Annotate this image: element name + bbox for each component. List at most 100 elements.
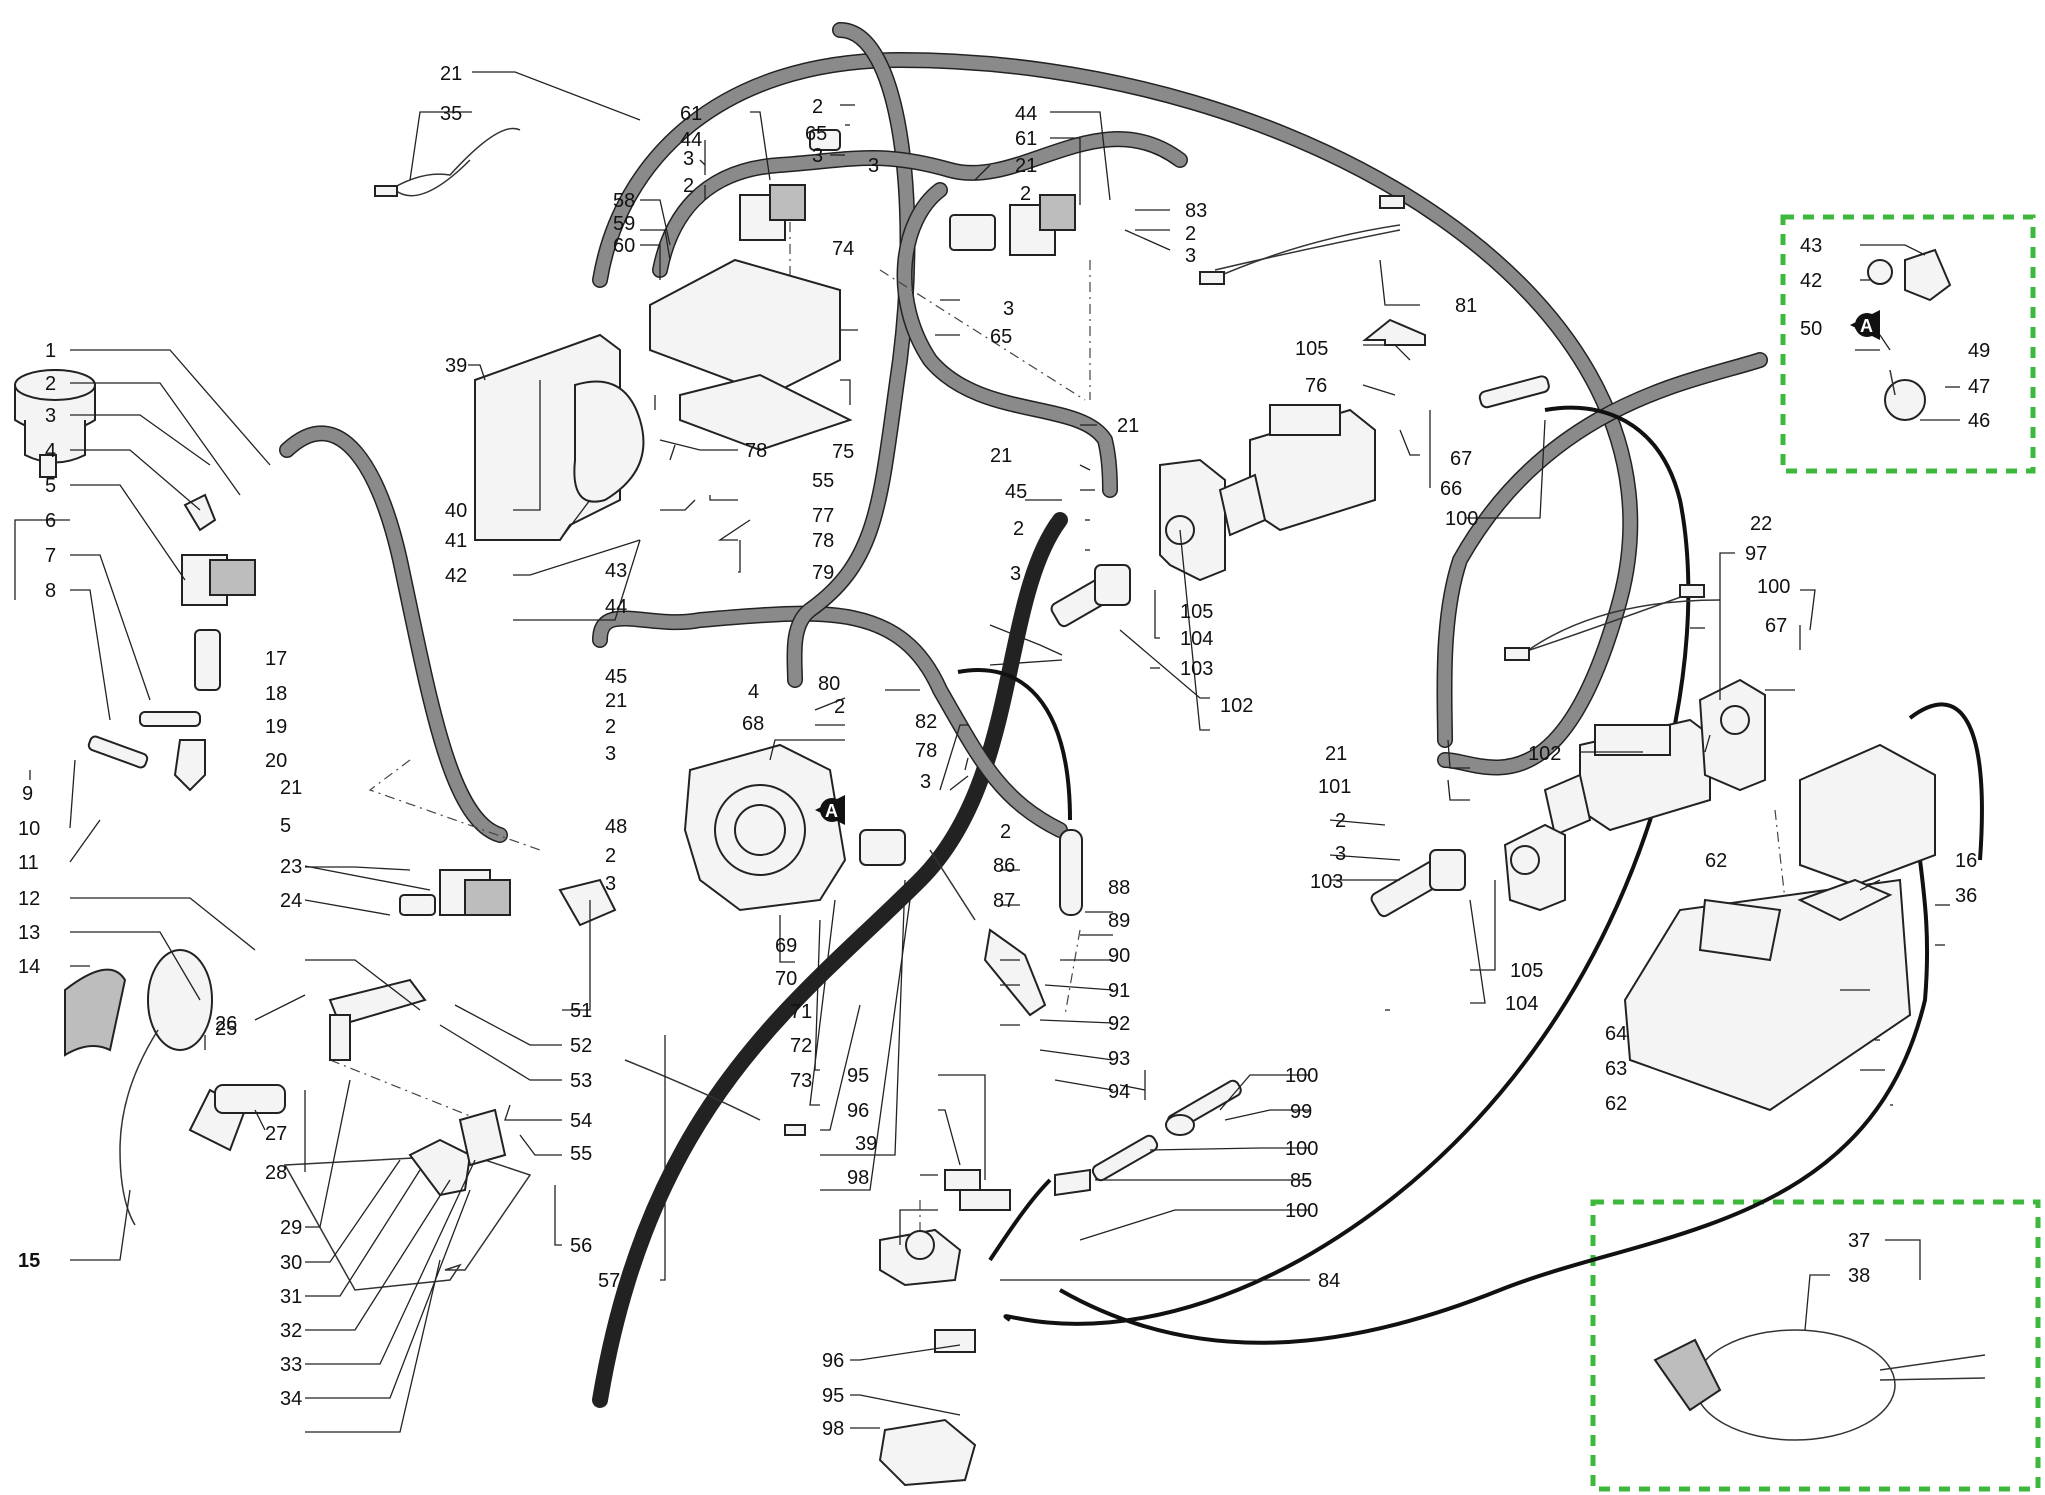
callout-80: 80	[818, 673, 840, 695]
callout-3-i: 3	[920, 771, 931, 793]
callout-96-b: 96	[822, 1350, 844, 1372]
callout-21-g: 21	[1325, 743, 1347, 765]
callout-77: 77	[812, 505, 834, 527]
callout-92: 92	[1108, 1013, 1130, 1035]
callout-2-a: 2	[683, 175, 694, 197]
callout-84: 84	[1318, 1270, 1340, 1292]
callout-34: 34	[280, 1388, 302, 1410]
callout-104-b: 104	[1505, 993, 1538, 1015]
callout-98-a: 98	[847, 1167, 869, 1189]
shower-screen	[147, 949, 213, 1051]
callout-4: 4	[45, 440, 56, 462]
callout-65-a: 65	[805, 123, 827, 145]
callout-3-e: 3	[1185, 245, 1196, 267]
callout-56: 56	[570, 1235, 592, 1257]
callout-75: 75	[832, 441, 854, 463]
callout-58: 58	[613, 190, 635, 212]
callout-28: 28	[265, 1162, 287, 1184]
callout-21-d: 21	[1117, 415, 1139, 437]
callout-21-c: 21	[1015, 155, 1037, 177]
callout-42: 42	[445, 565, 467, 587]
callout-23: 23	[280, 856, 302, 878]
callout-61-b: 61	[1015, 128, 1037, 150]
callout-98-b: 98	[822, 1418, 844, 1440]
callout-102-a: 102	[1220, 695, 1253, 717]
callout-78-c: 78	[915, 740, 937, 762]
callout-2-g: 2	[605, 845, 616, 867]
callout-2-e: 2	[1013, 518, 1024, 540]
callout-3-f: 3	[1010, 563, 1021, 585]
callout-3-g: 3	[605, 743, 616, 765]
callout-52: 52	[570, 1035, 592, 1057]
callout-103-b: 103	[1310, 871, 1343, 893]
callout-33: 33	[280, 1354, 302, 1376]
callout-48: 48	[605, 816, 627, 838]
marker-a-inset: A	[1850, 310, 1880, 340]
callout-3-j: 3	[1335, 843, 1346, 865]
callout-105-a: 105	[1295, 338, 1328, 360]
callout-51: 51	[570, 1000, 592, 1022]
callout-2: 2	[45, 373, 56, 395]
callout-44-c: 44	[605, 596, 627, 618]
callout-2-i: 2	[1000, 821, 1011, 843]
callout-2-h: 2	[834, 696, 845, 718]
callout-85: 85	[1290, 1170, 1312, 1192]
callout-2-d: 2	[1185, 223, 1196, 245]
callout-22: 22	[1750, 513, 1772, 535]
callout-27: 27	[265, 1123, 287, 1145]
callout-29: 29	[280, 1217, 302, 1239]
callout-55-a: 55	[570, 1143, 592, 1165]
callout-7: 7	[45, 545, 56, 567]
callout-60: 60	[613, 235, 635, 257]
callout-16: 16	[1955, 850, 1977, 872]
callout-42-b: 42	[1800, 270, 1822, 292]
hoses	[279, 22, 1768, 1408]
callout-67-b: 67	[1765, 615, 1787, 637]
callout-26: 26	[215, 1013, 237, 1035]
callout-81: 81	[1455, 295, 1477, 317]
callout-57: 57	[598, 1270, 620, 1292]
callout-59: 59	[613, 213, 635, 235]
callout-100-c: 100	[1285, 1138, 1318, 1160]
callout-87: 87	[993, 890, 1015, 912]
callout-96-a: 96	[847, 1100, 869, 1122]
callout-10: 10	[18, 818, 40, 840]
callout-55-b: 55	[812, 470, 834, 492]
callout-93: 93	[1108, 1048, 1130, 1070]
marker-a-brew-label: A	[825, 801, 838, 821]
callout-89: 89	[1108, 910, 1130, 932]
callout-69: 69	[775, 935, 797, 957]
callout-39: 39	[445, 355, 467, 377]
callout-5-b: 5	[280, 815, 291, 837]
callout-100-d: 100	[1285, 1200, 1318, 1222]
callout-78-a: 78	[745, 440, 767, 462]
transformer	[1799, 743, 1936, 887]
callout-76: 76	[1305, 375, 1327, 397]
callout-82: 82	[915, 711, 937, 733]
callout-100-a: 100	[1445, 508, 1478, 530]
callout-14: 14	[18, 956, 40, 978]
callout-46: 46	[1968, 410, 1990, 432]
callout-86: 86	[993, 855, 1015, 877]
callout-24: 24	[280, 890, 302, 912]
callout-83: 83	[1185, 200, 1207, 222]
knob-14	[64, 968, 127, 1057]
callout-105-b: 105	[1180, 601, 1213, 623]
callout-68: 68	[742, 713, 764, 735]
callout-25: 25	[215, 1018, 237, 1040]
callout-63: 63	[1605, 1058, 1627, 1080]
black-tubes	[957, 405, 1984, 1345]
callout-2-f: 2	[605, 716, 616, 738]
callout-49: 49	[1968, 340, 1990, 362]
callout-40: 40	[445, 500, 467, 522]
callout-95-a: 95	[847, 1065, 869, 1087]
callout-9: 9	[22, 783, 33, 805]
callout-90: 90	[1108, 945, 1130, 967]
callout-99: 99	[1290, 1101, 1312, 1123]
callout-100-e: 100	[1757, 576, 1790, 598]
callout-102-b: 102	[1528, 743, 1561, 765]
callout-36: 36	[1955, 885, 1977, 907]
callout-73: 73	[790, 1070, 812, 1092]
electronics-housing	[1623, 878, 1912, 1112]
